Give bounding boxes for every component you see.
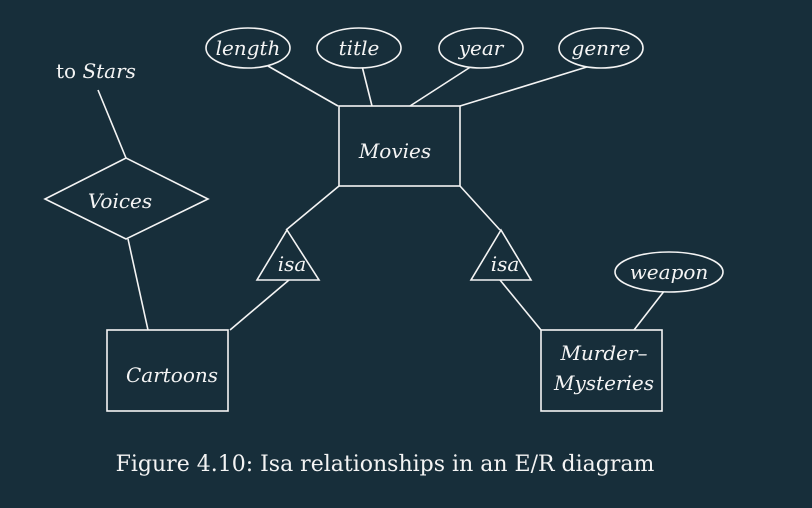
attribute-genre: genre [558, 27, 644, 69]
attribute-length-label: length [216, 36, 281, 60]
edge-voices-stars [97, 89, 127, 159]
note-target: Stars [82, 59, 136, 83]
entity-murder-mysteries-label-line1: Murder– [559, 341, 647, 365]
edge-year-movies [409, 65, 473, 107]
entity-cartoons-label: Cartoons [126, 363, 218, 387]
attribute-year: year [438, 27, 524, 69]
isa-left: isa [255, 228, 321, 281]
edge-length-movies [267, 65, 339, 107]
attribute-genre-ellipse [558, 27, 644, 69]
isa-right-label: isa [491, 252, 520, 276]
note-to-stars-text: to Stars [56, 59, 136, 83]
entity-movies-box [338, 105, 461, 187]
note-to-stars: to Stars [56, 59, 136, 83]
entity-movies-label: Movies [358, 139, 431, 163]
attribute-title-label: title [339, 36, 380, 60]
isa-right-triangle [469, 228, 533, 281]
attribute-year-label: year [458, 36, 505, 60]
entity-movies: Movies [338, 105, 461, 187]
edge-title-movies [361, 65, 373, 107]
attribute-year-ellipse [438, 27, 524, 69]
edge-genre-movies [459, 65, 591, 107]
connectors [97, 65, 666, 331]
relationship-voices-label: Voices [88, 189, 152, 213]
note-prefix: to [56, 59, 82, 83]
entity-murder-mysteries-label-line2: Mysteries [553, 371, 654, 395]
attribute-title-ellipse [316, 27, 402, 69]
relationship-voices: Voices [43, 157, 210, 240]
edge-weapon-mysteries [633, 289, 666, 331]
isa-left-label: isa [278, 252, 307, 276]
edge-isa-right-mysteries [499, 279, 542, 331]
attribute-genre-label: genre [572, 36, 631, 60]
attribute-weapon-label: weapon [630, 260, 709, 284]
attribute-length: length [205, 27, 291, 69]
entity-cartoons-box [106, 329, 229, 412]
figure-caption: Figure 4.10: Isa relationships in an E/R… [116, 452, 655, 477]
isa-right: isa [469, 228, 533, 281]
relationship-voices-diamond [43, 157, 210, 240]
entity-murder-mysteries: Murder– Mysteries [540, 329, 663, 412]
entity-cartoons: Cartoons [106, 329, 229, 412]
edge-isa-left-cartoons [229, 279, 290, 331]
attribute-title: title [316, 27, 402, 69]
edge-voices-cartoons [127, 238, 149, 331]
edge-movies-isa-right [459, 185, 501, 231]
attribute-length-ellipse [205, 27, 291, 69]
edge-movies-isa-left [285, 185, 340, 231]
isa-left-triangle [255, 228, 321, 281]
entity-murder-mysteries-box [540, 329, 663, 412]
attribute-weapon: weapon [614, 251, 724, 293]
attribute-weapon-ellipse [614, 251, 724, 293]
